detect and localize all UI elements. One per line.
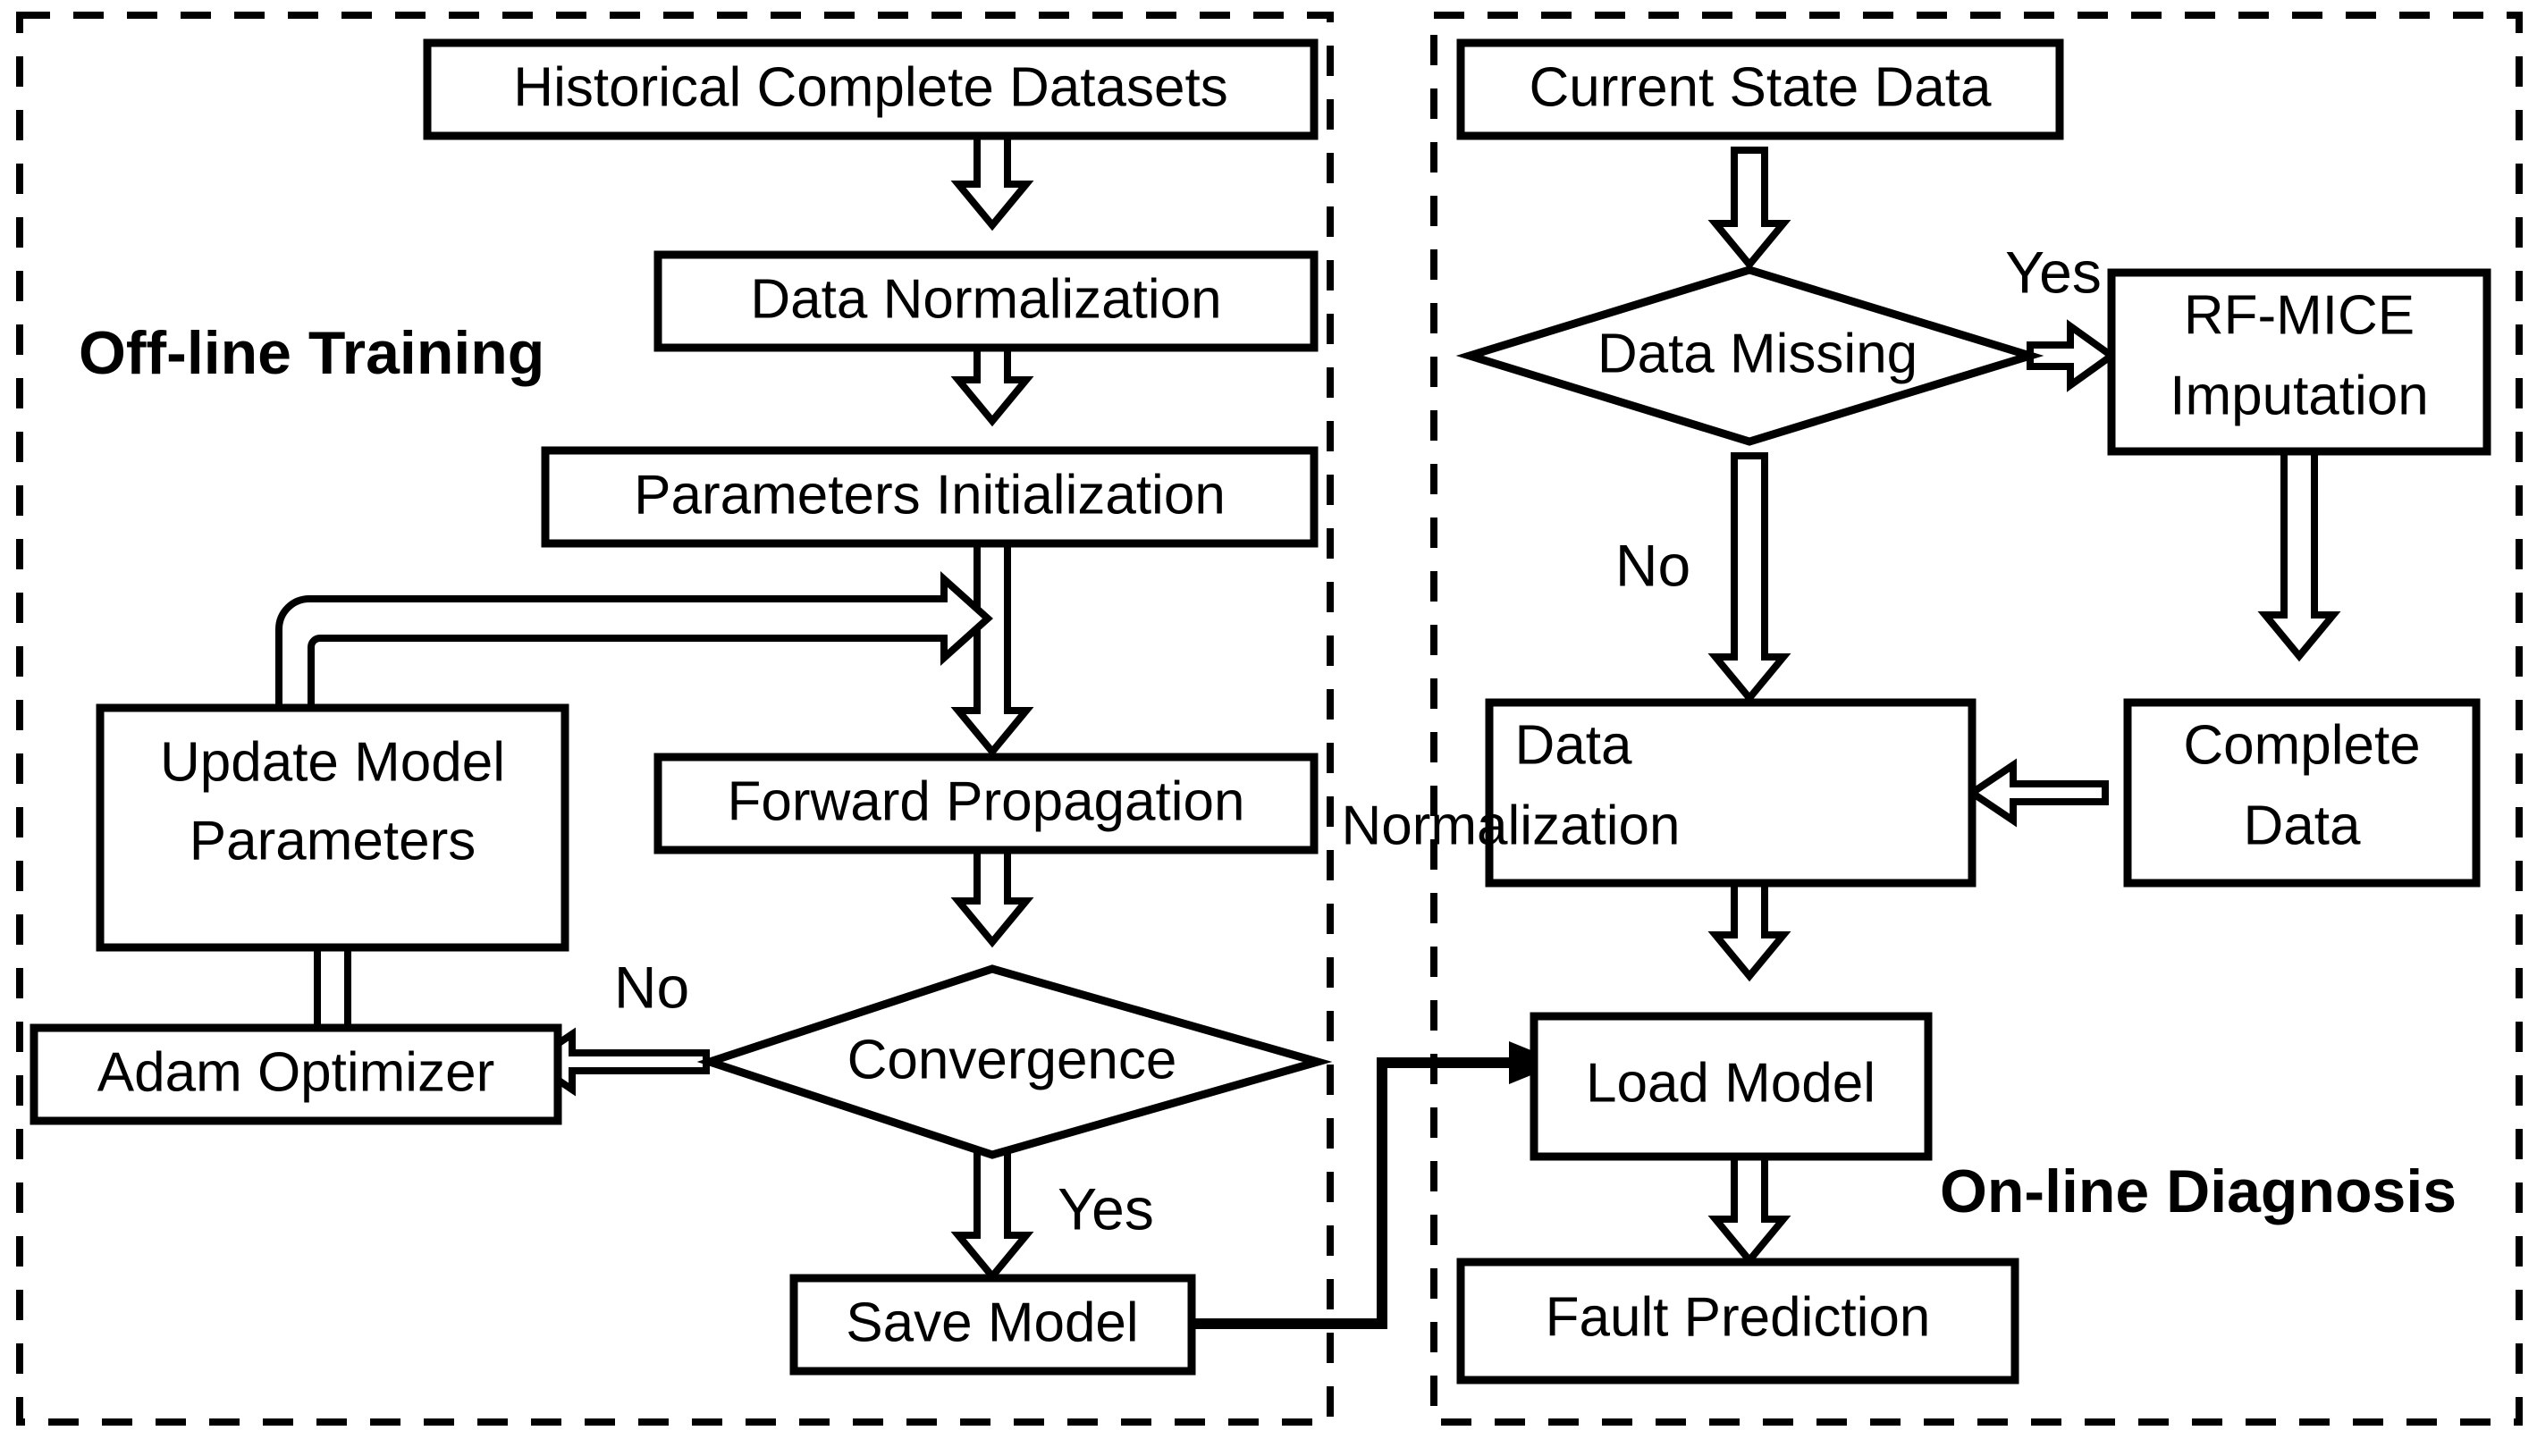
arrow-update-params-feedback [275,571,993,711]
node-current-state-data[interactable]: Current State Data [1456,38,2064,140]
arrow-current-state-to-missing [1707,147,1791,271]
node-load-model-label: Load Model [1586,1052,1875,1114]
node-complete-data[interactable]: Complete Data [2123,698,2481,888]
online-diagnosis-panel [1430,12,2523,1426]
node-forward-propagation[interactable]: Forward Propagation [653,753,1319,854]
edge-label-data-missing-no: No [1615,532,1690,598]
node-fault-prediction[interactable]: Fault Prediction [1456,1258,2019,1384]
offline-training-panel [16,12,1334,1426]
node-update-model-parameters[interactable]: Update Model Parameters [96,703,569,952]
node-save-model-label: Save Model [846,1292,1138,1353]
panel-label-offline-training: Off-line Training [79,319,544,387]
node-forward-propagation-label: Forward Propagation [728,770,1245,832]
node-adam-optimizer[interactable]: Adam Optimizer [30,1023,562,1125]
node-save-model[interactable]: Save Model [789,1274,1196,1376]
node-data-normalization-online[interactable]: Data Normalization [1341,698,1976,888]
edge-label-convergence-no: No [614,954,689,1020]
arrow-missing-to-rfmice [2027,319,2118,392]
node-rf-mice-imputation-label-line1: RF-MICE [2184,284,2415,346]
node-data-missing-label: Data Missing [1597,323,1918,384]
arrow-datasets-to-normalization [950,132,1034,231]
node-load-model[interactable]: Load Model [1530,1012,1933,1161]
connector-save-to-load [1192,1057,1513,1329]
arrow-rfmice-to-complete [2257,448,2341,662]
node-rf-mice-imputation[interactable]: RF-MICE Imputation [2107,268,2491,456]
node-rf-mice-imputation-label-line2: Imputation [2170,365,2429,426]
node-parameters-initialization-label: Parameters Initialization [634,464,1226,526]
node-data-missing[interactable]: Data Missing [1455,265,2044,446]
arrow-paraminit-to-forward [950,524,1034,758]
node-update-model-parameters-label-line1: Update Model [160,731,505,793]
node-data-normalization-online-label-line1: Data [1515,714,1632,776]
node-data-normalization-train[interactable]: Data Normalization [653,250,1319,352]
panel-label-online-diagnosis: On-line Diagnosis [1940,1157,2457,1225]
node-data-normalization-train-label: Data Normalization [750,268,1221,330]
edge-label-convergence-yes: Yes [1058,1175,1154,1241]
node-historical-datasets[interactable]: Historical Complete Datasets [423,38,1319,140]
node-current-state-data-label: Current State Data [1530,56,1992,118]
node-complete-data-label-line2: Data [2244,795,2361,856]
node-convergence[interactable]: Convergence [696,964,1333,1159]
node-data-normalization-online-label-line2: Normalization [1341,795,1680,856]
arrow-loadmodel-to-fault [1707,1153,1791,1267]
node-update-model-parameters-label-line2: Parameters [190,810,476,871]
arrow-normalization-to-loadmodel [1707,877,1791,982]
node-fault-prediction-label: Fault Prediction [1546,1286,1931,1348]
edge-label-data-missing-yes: Yes [2005,239,2102,305]
node-historical-datasets-label: Historical Complete Datasets [513,56,1227,118]
node-parameters-initialization[interactable]: Parameters Initialization [541,446,1319,548]
arrow-forward-to-convergence [950,846,1034,948]
arrow-missing-to-normalization [1707,452,1791,704]
node-adam-optimizer-label: Adam Optimizer [97,1041,494,1103]
node-complete-data-label-line1: Complete [2183,714,2420,776]
node-convergence-label: Convergence [847,1029,1177,1090]
